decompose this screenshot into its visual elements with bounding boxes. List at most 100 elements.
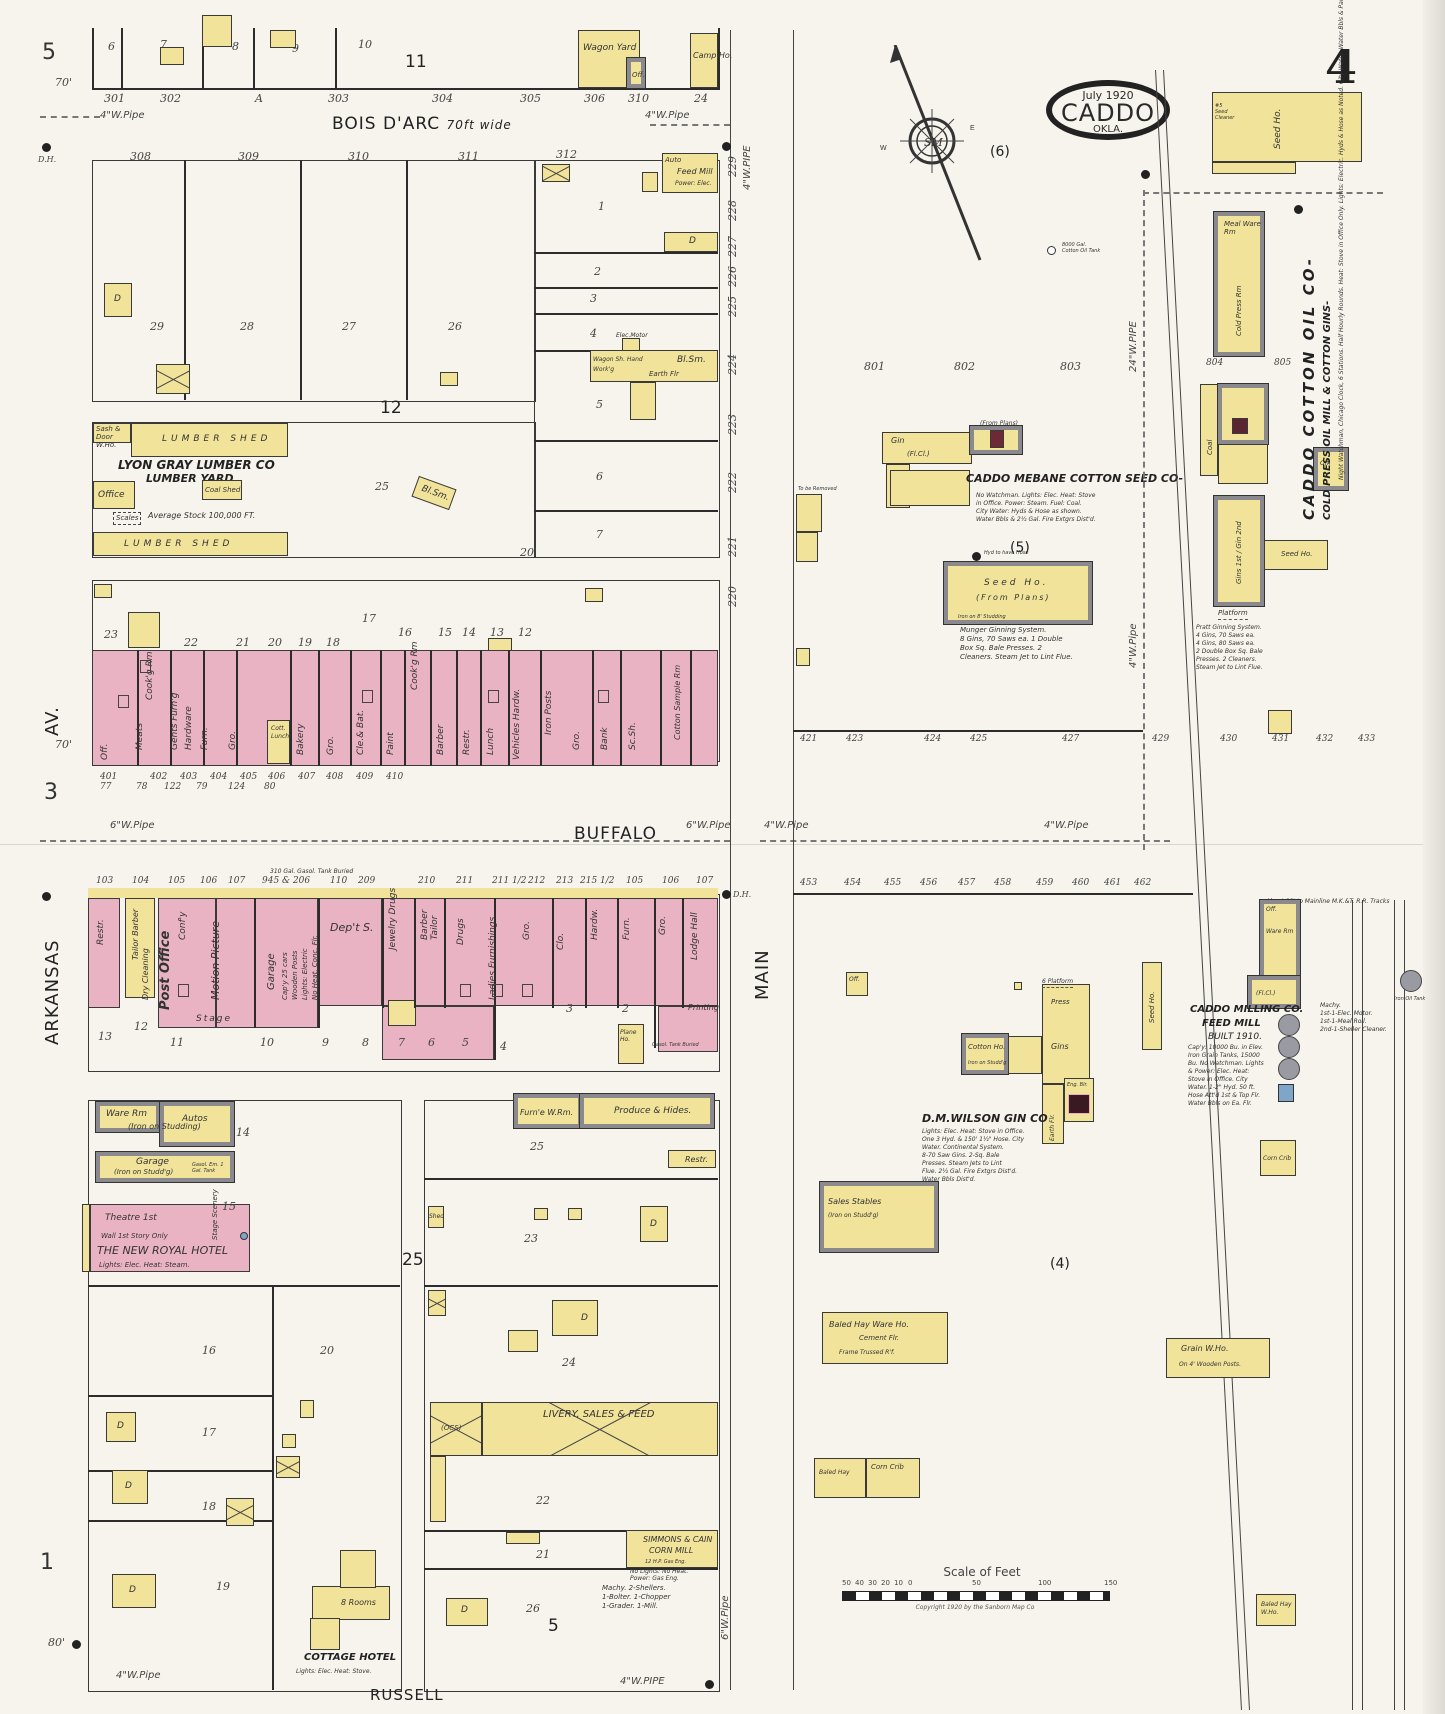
lot-divider (335, 28, 337, 88)
lot-number: 10 (260, 1036, 274, 1049)
lumber-shed-bottom: LUMBER SHED (93, 532, 288, 556)
plane-house: Plane Ho. (618, 1024, 644, 1064)
water-pipe-label: 4"W.Pipe (764, 820, 809, 831)
autos-building: Autos (159, 1101, 235, 1147)
lot-number: 5 (596, 398, 603, 411)
stable (542, 164, 570, 182)
boiler-room (990, 430, 1004, 448)
address-number: 124 (228, 782, 246, 792)
shed-iron-on-studding (128, 612, 160, 648)
tailor-barber-building (125, 898, 155, 998)
address-number: 945 & 206 (262, 876, 311, 886)
lot-number: 803 (1060, 360, 1081, 373)
seed-house-oil-co: #5 Seed Cleaner Seed Ho. (1212, 92, 1362, 162)
corn-crib-building: Corn Crib (1260, 1140, 1296, 1176)
dwelling: D (664, 232, 718, 252)
railroad-track (1394, 900, 1395, 1710)
lot-number: 5 (462, 1036, 469, 1049)
hydrant-icon (72, 1640, 81, 1649)
lot-line (92, 88, 720, 90)
address-number: 302 (160, 92, 181, 105)
address-number: 106 (200, 876, 218, 886)
party-wall (382, 898, 384, 1008)
grain-warehouse: Grain W.Ho. On 4' Wooden Posts. (1166, 1338, 1270, 1378)
grain-tank-icon (1278, 1036, 1300, 1058)
buffalo-south-stores (382, 898, 718, 1006)
auto-feed-mill: Auto Feed Mill Power: Elec. (662, 153, 718, 193)
lot-divider (88, 1470, 272, 1472)
main-street-edge (793, 30, 794, 1690)
dwelling (202, 15, 232, 47)
lot-divider (534, 313, 718, 315)
town-name: CADDO (1060, 99, 1156, 127)
address-number: 404 (210, 772, 228, 782)
feed-mill-label: FEED MILL (1202, 1018, 1261, 1029)
scale-ticks: 50 40 30 20 10 0 50 100 150 (842, 1579, 1118, 1587)
lot-number: 4 (500, 1040, 507, 1053)
window-icon (492, 984, 503, 997)
address-number: 305 (520, 92, 541, 105)
party-wall (290, 650, 292, 766)
address-number: 457 (958, 878, 976, 888)
lot-divider (92, 28, 94, 88)
svg-text:E: E (970, 125, 975, 132)
address-number: 213 (556, 876, 574, 886)
address-number: 311 (458, 150, 479, 163)
shed (796, 532, 818, 562)
adjacent-sheet-ref-bottom: 1 (40, 1550, 54, 1575)
party-wall (690, 650, 692, 766)
address-number: 406 (268, 772, 286, 782)
cottage-hotel: 8 Rooms (312, 1586, 390, 1620)
baled-hay-shed: Baled Hay (814, 1458, 866, 1498)
lot-divider (121, 28, 123, 88)
lot-number: 7 (398, 1036, 405, 1049)
address-number: 223 (726, 414, 739, 435)
water-pipe-label: 24"W.PIPE (1128, 321, 1139, 372)
dwelling: D (552, 1300, 598, 1336)
party-wall (585, 898, 587, 1008)
sash-door-warehouse: Sash & Door W.Ho. (93, 423, 131, 449)
outbuilding (300, 1400, 314, 1418)
lot-number: 14 (236, 1126, 250, 1139)
built-year: BUILT 1910. (1208, 1032, 1262, 1042)
svg-text:W: W (880, 145, 887, 152)
grain-tank-icon (1278, 1014, 1300, 1036)
block-east-lots (534, 160, 720, 558)
outbuilding (568, 1208, 582, 1220)
livery-shed (430, 1456, 446, 1522)
railroad-track (1362, 900, 1363, 1710)
lot-number: 4 (590, 327, 597, 340)
iron-oil-tank-icon (1400, 970, 1422, 992)
address-number: 80 (264, 782, 276, 792)
address-number: 110 (330, 876, 348, 886)
oil-co-annex (1218, 444, 1268, 484)
lot-number: 9 (292, 42, 299, 55)
street-name-buffalo: BUFFALO (574, 824, 657, 844)
stable (226, 1498, 254, 1526)
store-label: Paint (386, 732, 396, 755)
street-name-main: MAIN (752, 949, 773, 1000)
earth-floor-room: Earth Flr. (1042, 1084, 1064, 1144)
lot-number: 6 (108, 40, 115, 53)
address-number: 310 (628, 92, 649, 105)
lot-number: 10 (358, 38, 372, 51)
lot-number: 15 (438, 626, 452, 639)
fold-line (0, 844, 1445, 845)
lot-divider (718, 28, 720, 88)
railroad-track (1404, 900, 1405, 1710)
address-number: 309 (238, 150, 259, 163)
store-label: Cle.& Bat. (356, 709, 366, 755)
property-line (1143, 192, 1383, 194)
water-pipe-line (760, 840, 1170, 842)
company-name-lumber: LYON GRAY LUMBER CO (118, 458, 275, 472)
block-number: 5 (548, 1616, 559, 1636)
party-wall (660, 650, 662, 766)
shed (796, 648, 810, 666)
address-number: 308 (130, 150, 151, 163)
stage-scenery-label: Stage Scenery (211, 1189, 219, 1240)
address-number: 461 (1104, 878, 1122, 888)
store-label: Off. (100, 743, 110, 760)
address-number: 402 (150, 772, 168, 782)
water-pipe-label: 4"W.PIPE (620, 1676, 665, 1687)
lot-number: 26 (526, 1602, 540, 1615)
